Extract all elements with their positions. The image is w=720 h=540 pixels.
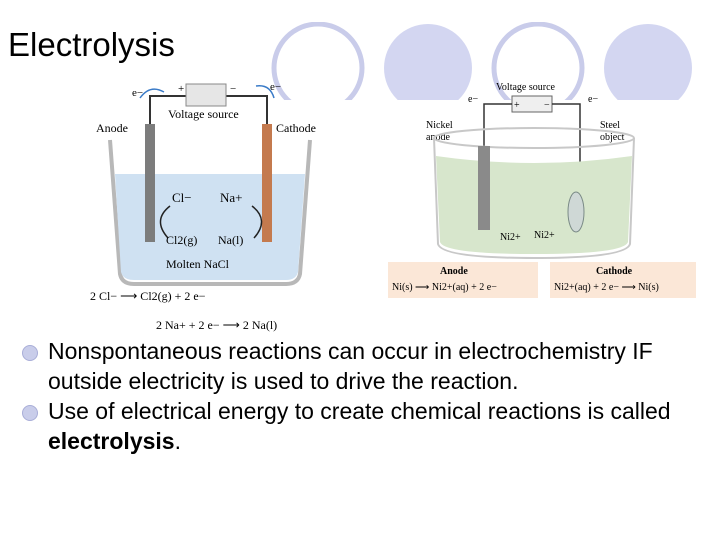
electrolyte-label: Molten NaCl xyxy=(166,257,230,271)
sodium-liquid-label: Na(l) xyxy=(218,233,243,247)
svg-text:−: − xyxy=(544,100,550,111)
nickel-ion-label: Ni2+ xyxy=(534,230,555,241)
sodium-ion-label: Na+ xyxy=(220,190,243,205)
nickel-anode-label: Nickel xyxy=(426,120,453,131)
voltage-source-label: Voltage source xyxy=(496,82,556,93)
steel-object xyxy=(567,191,585,233)
decor-circle xyxy=(604,24,692,100)
anode-equation-title: Anode xyxy=(440,266,468,277)
nickel-anode-electrode xyxy=(478,146,490,230)
electron-label: e− xyxy=(588,94,598,105)
nickel-ion-label: Ni2+ xyxy=(500,232,521,243)
chloride-ion-label: Cl− xyxy=(172,190,192,205)
molten-nacl-electrolysis-diagram: + − e− e− Voltage source Anode Cathode C… xyxy=(90,81,316,332)
svg-text:+: + xyxy=(178,83,184,95)
slide-title: Electrolysis xyxy=(8,26,175,63)
electron-label: e− xyxy=(468,94,478,105)
molten-salt xyxy=(115,174,305,280)
anode-equation: Ni(s) ⟶ Ni2+(aq) + 2 e− xyxy=(392,282,497,293)
cathode-equation-box xyxy=(550,262,696,298)
bullet-keyword: electrolysis xyxy=(48,428,175,454)
anode-electrode xyxy=(145,124,155,242)
decor-circle xyxy=(384,24,472,100)
svg-text:−: − xyxy=(230,83,236,95)
electron-label: e− xyxy=(270,81,281,93)
cathode-electrode xyxy=(262,124,272,242)
bullet-icon xyxy=(22,345,38,361)
bullet-icon xyxy=(22,405,38,421)
decorative-circles xyxy=(0,0,720,100)
cathode-equation-title: Cathode xyxy=(596,266,633,277)
bullet-item: Use of electrical energy to create chemi… xyxy=(22,396,712,456)
anode-equation-box xyxy=(388,262,538,298)
nickel-plating-diagram: Voltage source + − e− e− Nickel anode St… xyxy=(388,82,696,298)
decor-circle xyxy=(271,21,365,100)
steel-object-label: object xyxy=(600,132,625,143)
voltage-source-label: Voltage source xyxy=(168,107,239,121)
cathode-half-reaction: 2 Na+ + 2 e− ⟶ 2 Na(l) xyxy=(156,318,277,332)
steel-object-label: Steel xyxy=(600,120,620,131)
cathode-label: Cathode xyxy=(276,121,316,135)
decor-circle xyxy=(491,21,585,100)
bullet-text: Nonspontaneous reactions can occur in el… xyxy=(48,338,653,394)
cathode-equation: Ni2+(aq) + 2 e− ⟶ Ni(s) xyxy=(554,282,659,293)
bullet-text-end: . xyxy=(174,428,181,454)
voltage-source-box xyxy=(185,83,227,107)
svg-text:+: + xyxy=(514,100,520,111)
bullet-item: Nonspontaneous reactions can occur in el… xyxy=(22,336,712,396)
electron-label: e− xyxy=(132,87,143,99)
anode-half-reaction: 2 Cl− ⟶ Cl2(g) + 2 e− xyxy=(90,289,206,303)
nickel-anode-label: anode xyxy=(426,132,450,143)
bullet-list: Nonspontaneous reactions can occur in el… xyxy=(22,336,712,456)
bullet-text: Use of electrical energy to create chemi… xyxy=(48,398,671,424)
anode-label: Anode xyxy=(96,121,128,135)
chlorine-gas-label: Cl2(g) xyxy=(166,233,197,247)
